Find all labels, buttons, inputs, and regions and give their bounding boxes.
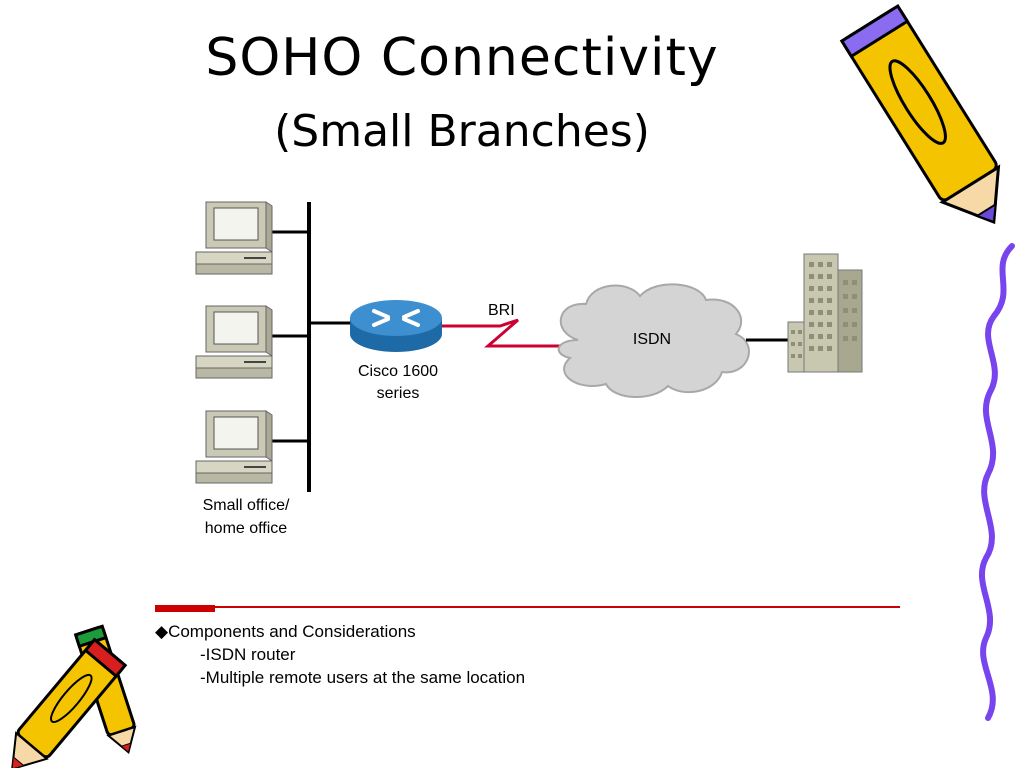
bri-link xyxy=(442,318,562,348)
bri-label: BRI xyxy=(488,302,515,319)
bullet-item: -Multiple remote users at the same locat… xyxy=(200,668,526,687)
pc-icon xyxy=(195,305,273,379)
isdn-cloud xyxy=(557,283,750,399)
router-label: Cisco 1600 xyxy=(358,363,438,380)
bullet-heading: ◆Components and Considerations xyxy=(155,620,525,643)
diamond-bullet-icon: ◆ xyxy=(155,622,169,641)
squiggle-decoration xyxy=(978,243,1015,721)
building-icon xyxy=(787,253,863,373)
pencil-icon xyxy=(839,3,1001,225)
divider-accent xyxy=(155,605,215,612)
office-label-line2: home office xyxy=(205,520,288,537)
pencil-icon xyxy=(10,637,128,768)
isdn-label: ISDN xyxy=(633,331,671,348)
bullet-list: ◆Components and Considerations -ISDN rou… xyxy=(155,620,525,689)
pc-icon xyxy=(195,410,273,484)
bullet-item: -ISDN router xyxy=(200,645,296,664)
pc-icon xyxy=(195,201,273,275)
office-label: Small office/ xyxy=(203,497,290,514)
slide-title: SOHO Connectivity xyxy=(205,28,719,88)
bullet-heading-text: Components and Considerations xyxy=(168,622,416,641)
router-label-series: series xyxy=(377,385,420,402)
router-icon xyxy=(350,300,442,352)
slide-subtitle: (Small Branches) xyxy=(274,106,650,157)
